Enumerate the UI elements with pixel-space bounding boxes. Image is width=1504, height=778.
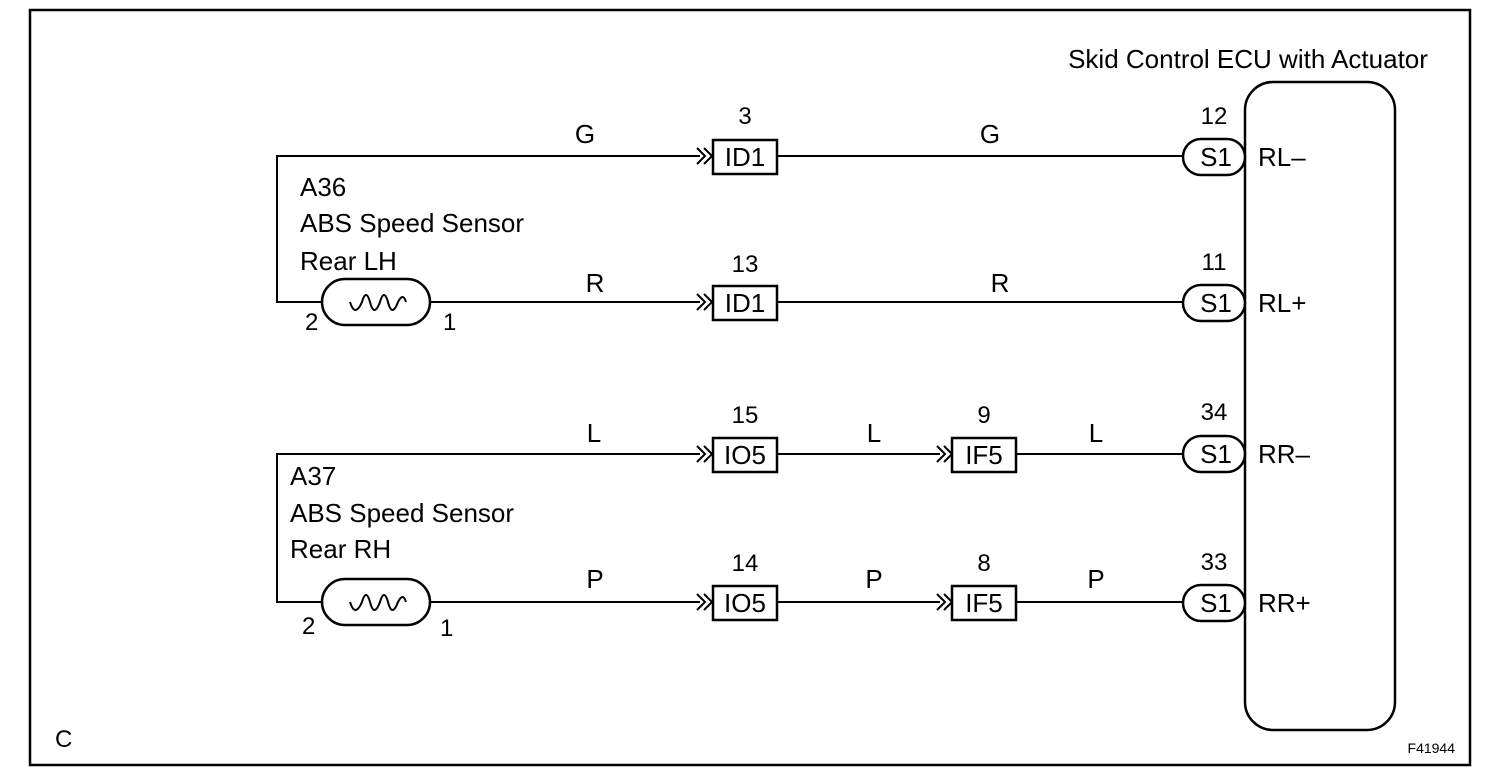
sensor-rh-name: ABS Speed Sensor <box>290 498 514 528</box>
sensor-rh-id: A37 <box>290 461 336 491</box>
wire-color-label: P <box>1087 564 1104 594</box>
connector-name: ID1 <box>725 288 765 318</box>
connector-io5 <box>711 584 779 622</box>
sensor-rh-side: Rear RH <box>290 534 391 564</box>
sensor-rear-lh: A36 ABS Speed Sensor Rear LH 2 1 <box>276 155 700 336</box>
coil-icon <box>349 594 407 611</box>
ecu-box <box>1243 80 1397 732</box>
connector-name: ID1 <box>725 142 765 172</box>
sensor-rear-rh: A37 ABS Speed Sensor Rear RH 2 1 <box>276 453 700 642</box>
wire-color-label: L <box>867 418 881 448</box>
sensor-rh-pin-1: 1 <box>440 615 453 642</box>
connector-name: IF5 <box>965 588 1003 618</box>
sensor-lh-pin-1: 1 <box>443 309 456 336</box>
ecu-pin-number: 34 <box>1201 399 1228 426</box>
rh-loop-wire <box>276 453 700 603</box>
sensor-rh-body <box>320 577 432 627</box>
connector-pin: 3 <box>738 103 751 130</box>
connector-pin: 13 <box>732 251 759 278</box>
connector-name: IO5 <box>724 588 766 618</box>
sensor-rh-pin-2: 2 <box>302 613 315 640</box>
double-chevron-icon <box>696 147 707 165</box>
ecu-title: Skid Control ECU with Actuator <box>1068 44 1428 74</box>
circuit-rl-minus: G 3 ID1 G 12 S1 RL– <box>575 103 1306 177</box>
circuit-rr-plus: P 14 IO5 P 8 IF5 P 33 S1 RR+ <box>430 549 1311 623</box>
ecu-pin-number: 12 <box>1201 103 1228 130</box>
sensor-lh-body <box>320 277 432 327</box>
connector-if5 <box>950 436 1018 474</box>
connector-pin: 14 <box>732 550 759 577</box>
lh-loop-wire <box>276 155 700 303</box>
circuit-rl-plus: R 13 ID1 R 11 S1 RL+ <box>430 249 1306 323</box>
double-chevron-icon <box>936 593 947 611</box>
double-chevron-icon <box>696 445 707 463</box>
ecu-terminal-label: RL+ <box>1258 288 1306 318</box>
double-chevron-icon <box>696 593 707 611</box>
wire-color-label: P <box>586 564 603 594</box>
sensor-lh-pin-2: 2 <box>305 309 318 336</box>
ecu-connector-s1 <box>1181 283 1247 323</box>
connector-pin: 9 <box>977 402 990 429</box>
connector-name: IO5 <box>724 440 766 470</box>
wire-color-label: L <box>1089 418 1103 448</box>
ecu-connector-name: S1 <box>1200 142 1232 172</box>
wire-color-label: L <box>587 418 601 448</box>
sensor-lh-name: ABS Speed Sensor <box>300 208 524 238</box>
double-chevron-icon <box>936 445 947 463</box>
wire-color-label: R <box>586 268 605 298</box>
connector-pin: 8 <box>977 550 990 577</box>
ecu-connector-s1 <box>1181 137 1247 177</box>
ecu-pin-number: 11 <box>1202 249 1227 276</box>
wire-color-label: G <box>575 119 595 149</box>
connector-name: IF5 <box>965 440 1003 470</box>
circuit-rr-minus: L 15 IO5 L 9 IF5 L 34 S1 RR– <box>587 399 1311 474</box>
corner-label: C <box>55 726 72 753</box>
sensor-lh-side: Rear LH <box>300 246 397 276</box>
wire-color-label: R <box>991 268 1010 298</box>
wire-color-label: P <box>865 564 882 594</box>
diagram-frame <box>28 8 1472 767</box>
ecu-terminal-label: RR+ <box>1258 588 1311 618</box>
coil-icon <box>349 294 407 311</box>
ecu-connector-s1 <box>1181 583 1247 623</box>
ecu-connector-s1 <box>1181 434 1247 474</box>
ecu-connector-name: S1 <box>1200 588 1232 618</box>
ecu-connector-name: S1 <box>1200 439 1232 469</box>
ecu-pin-number: 33 <box>1201 549 1228 576</box>
double-chevron-icon <box>696 293 707 311</box>
ecu-connector-name: S1 <box>1200 288 1232 318</box>
figure-code: F41944 <box>1408 740 1456 756</box>
wire-color-label: G <box>980 119 1000 149</box>
connector-pin: 15 <box>732 402 759 429</box>
ecu-terminal-label: RR– <box>1258 439 1311 469</box>
sensor-lh-id: A36 <box>300 172 346 202</box>
ecu-terminal-label: RL– <box>1258 142 1306 172</box>
connector-if5 <box>950 584 1018 622</box>
